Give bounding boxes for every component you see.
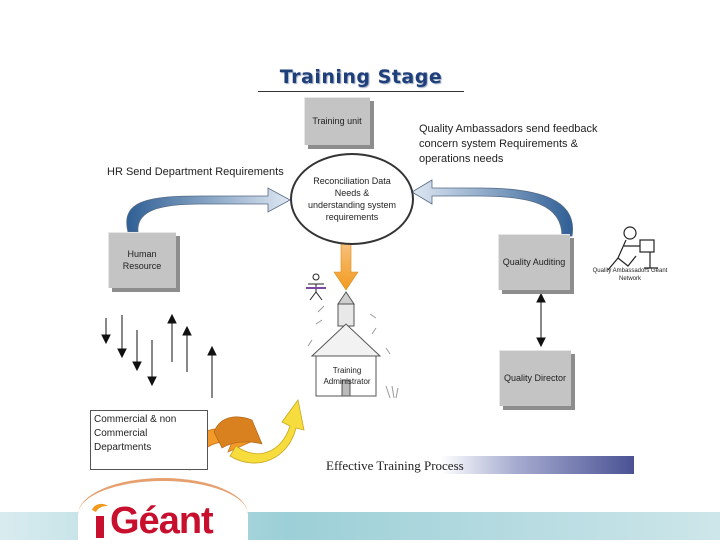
person-icon [306, 273, 326, 301]
flow-arrows [101, 313, 217, 398]
qa-feedback-note: Quality Ambassadors send feedback concer… [419, 123, 598, 165]
training-administrator-label: Training Administrator [323, 366, 371, 386]
reconciliation-circle: Reconciliation Data Needs & understandin… [290, 153, 414, 245]
quality-ambassador-icon [607, 226, 658, 271]
qa-to-reconciliation-arrow [411, 179, 573, 237]
auditing-director-arrow [536, 292, 546, 348]
hr-send-note: HR Send Department Requirements [107, 166, 284, 178]
logo-badge [78, 478, 248, 551]
departments-box: Commercial & non Commercial Departments [90, 410, 208, 470]
process-label: Effective Training Process [326, 458, 464, 473]
geant-logo-icon [92, 503, 108, 538]
human-resource-box: Human Resource [108, 232, 176, 288]
process-bar [322, 456, 634, 474]
training-unit-box: Training unit [304, 97, 370, 145]
quality-director-box: Quality Director [499, 350, 571, 406]
hr-to-reconciliation-arrow [126, 187, 291, 233]
reconciliation-to-admin-arrow [333, 243, 359, 291]
school-building-icon [310, 291, 382, 397]
building-decorations [307, 305, 399, 399]
page-title: Training Stage [258, 66, 464, 92]
qa-caption: Quality Ambassadors Geant Network [592, 268, 668, 282]
reconciliation-label: Reconciliation Data Needs & understandin… [307, 175, 397, 223]
geant-logo-text: Géant [110, 500, 214, 542]
quality-auditing-box: Quality Auditing [498, 234, 570, 290]
